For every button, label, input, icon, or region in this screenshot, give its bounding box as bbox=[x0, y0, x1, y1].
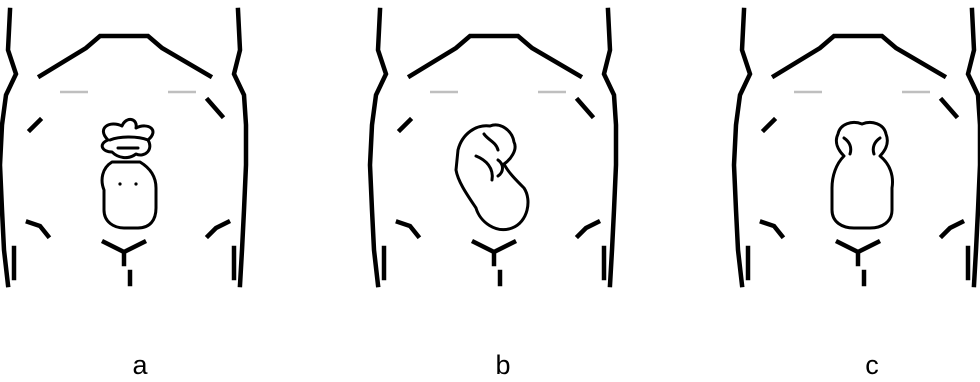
figure-side-curled bbox=[456, 125, 528, 230]
figure-frontal-lobed bbox=[102, 119, 156, 228]
figure-frontal-plain bbox=[832, 122, 893, 228]
body-outline-c bbox=[722, 0, 980, 300]
panel-label-c: c bbox=[852, 350, 892, 381]
body-outline-b bbox=[358, 0, 638, 300]
body-outline-a bbox=[0, 0, 268, 300]
panel-label-a: a bbox=[120, 350, 160, 381]
panel-c bbox=[722, 0, 980, 300]
panel-a bbox=[0, 0, 268, 300]
panel-label-b: b bbox=[483, 350, 523, 381]
torso-outline bbox=[370, 10, 616, 285]
panel-b bbox=[358, 0, 638, 300]
torso-outline bbox=[734, 10, 980, 285]
